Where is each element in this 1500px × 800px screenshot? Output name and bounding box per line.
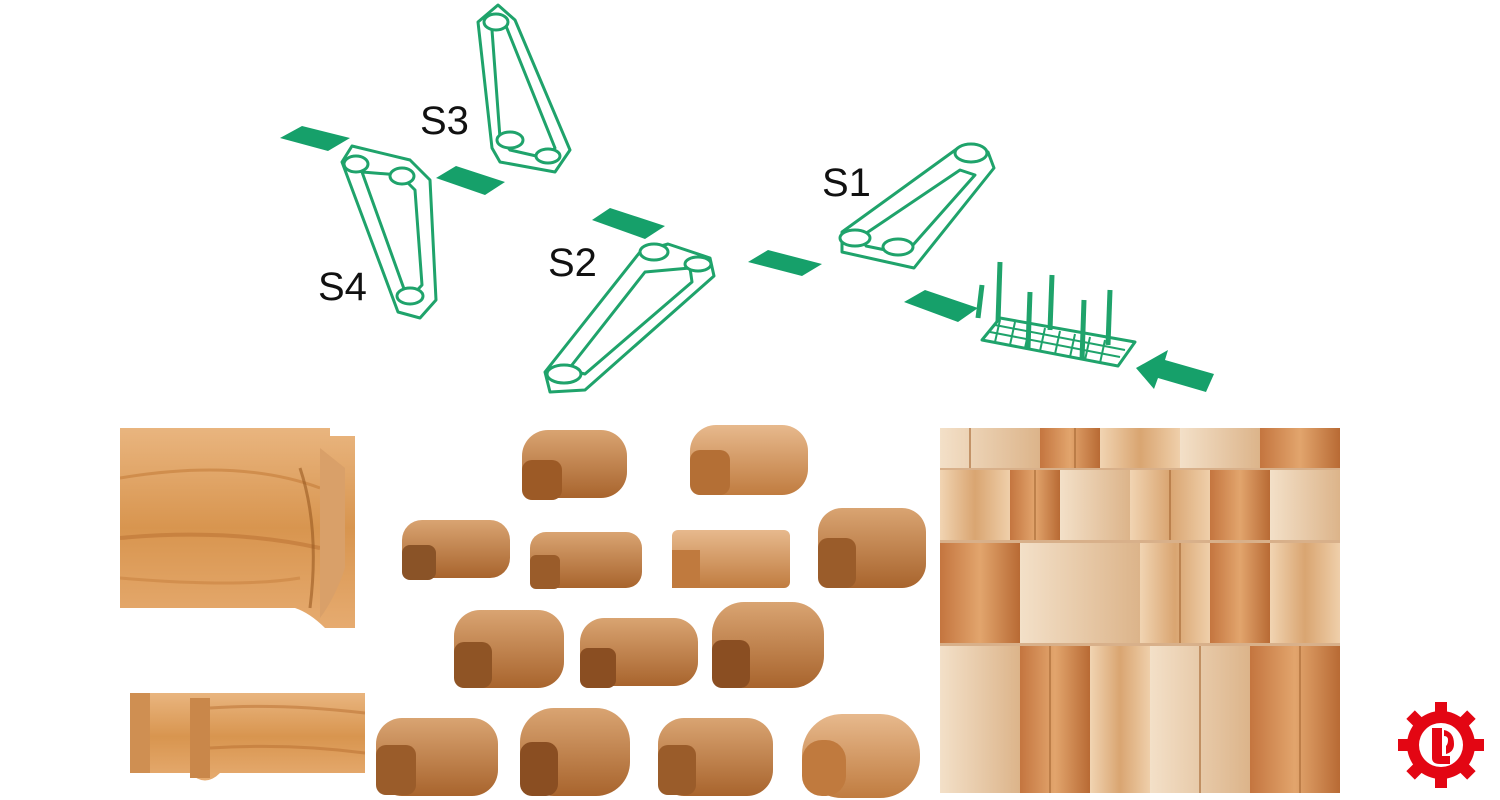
handrail-profile <box>376 718 498 796</box>
label-s1: S1 <box>822 161 871 205</box>
workpiece-block <box>904 290 978 322</box>
handrail-profile <box>672 530 790 588</box>
handrail-profile <box>802 714 920 798</box>
spindle-s2 <box>543 242 716 394</box>
feed-arrow-icon <box>1136 350 1214 392</box>
handrail-profile <box>658 718 773 796</box>
handrail-profile-closeup-photo <box>120 428 365 793</box>
label-s4: S4 <box>318 265 367 309</box>
handrail-profile <box>818 508 926 588</box>
spindle-s3 <box>476 3 572 174</box>
handrail-profile <box>520 708 630 796</box>
handrail-profile <box>454 610 564 688</box>
gear-logo-icon <box>1398 702 1484 788</box>
infeed-guide-icon <box>975 261 1137 368</box>
workpiece-block <box>592 208 665 239</box>
handrail-profile <box>712 602 824 688</box>
handrail-profile <box>402 520 510 580</box>
spindle-s1 <box>838 142 996 270</box>
handrail-profile <box>580 618 698 688</box>
label-s2: S2 <box>548 241 597 285</box>
label-s3: S3 <box>420 99 469 143</box>
workpiece-block <box>748 250 822 276</box>
spindle-s4 <box>340 144 438 320</box>
handrail-profile <box>690 425 808 495</box>
handrail-profile <box>530 532 642 589</box>
workpiece-block <box>436 166 505 195</box>
handrail-profile <box>522 430 627 500</box>
handrail-profiles-collection-photo <box>370 420 935 800</box>
workpiece-block <box>280 126 350 151</box>
wood-moulding-stack-photo <box>940 428 1340 793</box>
moulder-spindle-diagram: .belt { fill:none; stroke:#1fa36b; strok… <box>280 3 1214 394</box>
